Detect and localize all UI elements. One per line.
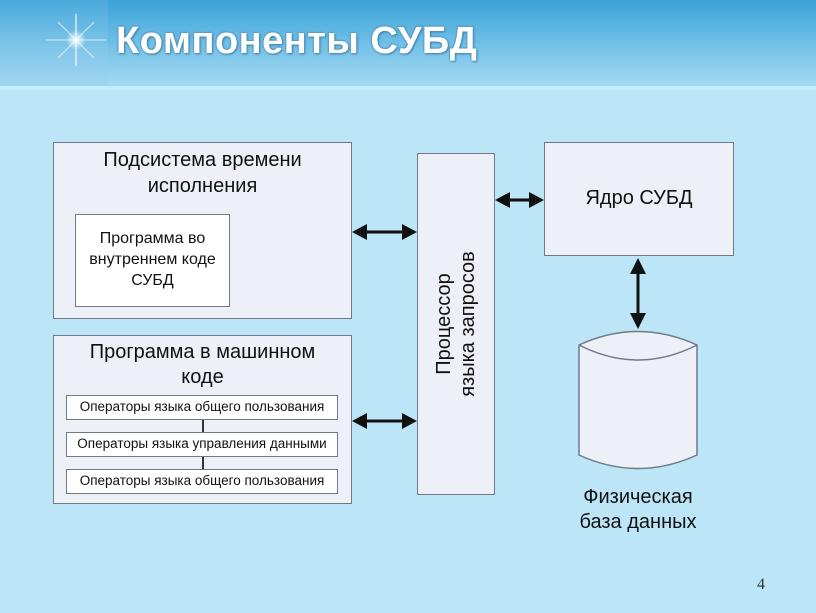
internal-code-line2: внутреннем коде — [89, 251, 216, 268]
operator-box-data-control: Операторы языка управления данными — [66, 432, 338, 457]
page-number: 4 — [757, 576, 765, 593]
runtime-subsystem-title: Подсистема времени исполнения — [53, 147, 352, 199]
slide-title: Компоненты СУБД — [116, 20, 478, 62]
dbms-core-label: Ядро СУБД — [585, 187, 693, 209]
operator-connector-2 — [202, 457, 204, 469]
physical-db-label: Физическая база данных — [548, 485, 728, 535]
internal-code-line3: СУБД — [131, 272, 174, 289]
arrow-processor-core — [495, 192, 544, 208]
runtime-subsystem-title-line1: Подсистема времени — [103, 149, 302, 171]
operator-box-general-1: Операторы языка общего пользования — [66, 395, 338, 420]
internal-code-program-label: Программа во внутреннем коде СУБД — [75, 228, 230, 291]
operator-box-general-2: Операторы языка общего пользования — [66, 469, 338, 494]
runtime-subsystem-title-line2: исполнения — [147, 175, 258, 197]
physical-db-line1: Физическая — [583, 486, 693, 508]
arrow-core-database — [630, 258, 646, 329]
internal-code-line1: Программа во — [99, 230, 206, 247]
machine-code-program-title: Программа в машинном коде — [53, 340, 352, 390]
dbms-core-box — [544, 142, 734, 256]
query-processor-box — [417, 153, 495, 495]
machine-code-title-line2: коде — [181, 366, 224, 388]
header-left-panel — [0, 0, 108, 89]
arrow-runtime-processor — [352, 224, 417, 240]
machine-code-title-line1: Программа в машинном — [89, 341, 316, 363]
physical-db-line2: база данных — [579, 511, 697, 533]
database-cylinder-icon — [578, 330, 698, 470]
slide-header — [0, 0, 816, 89]
header-divider — [0, 86, 816, 90]
operator-connector-1 — [202, 420, 204, 432]
arrow-machine-processor — [352, 413, 417, 429]
sparkle-star-icon — [46, 14, 106, 66]
internal-code-program-box — [75, 214, 230, 307]
